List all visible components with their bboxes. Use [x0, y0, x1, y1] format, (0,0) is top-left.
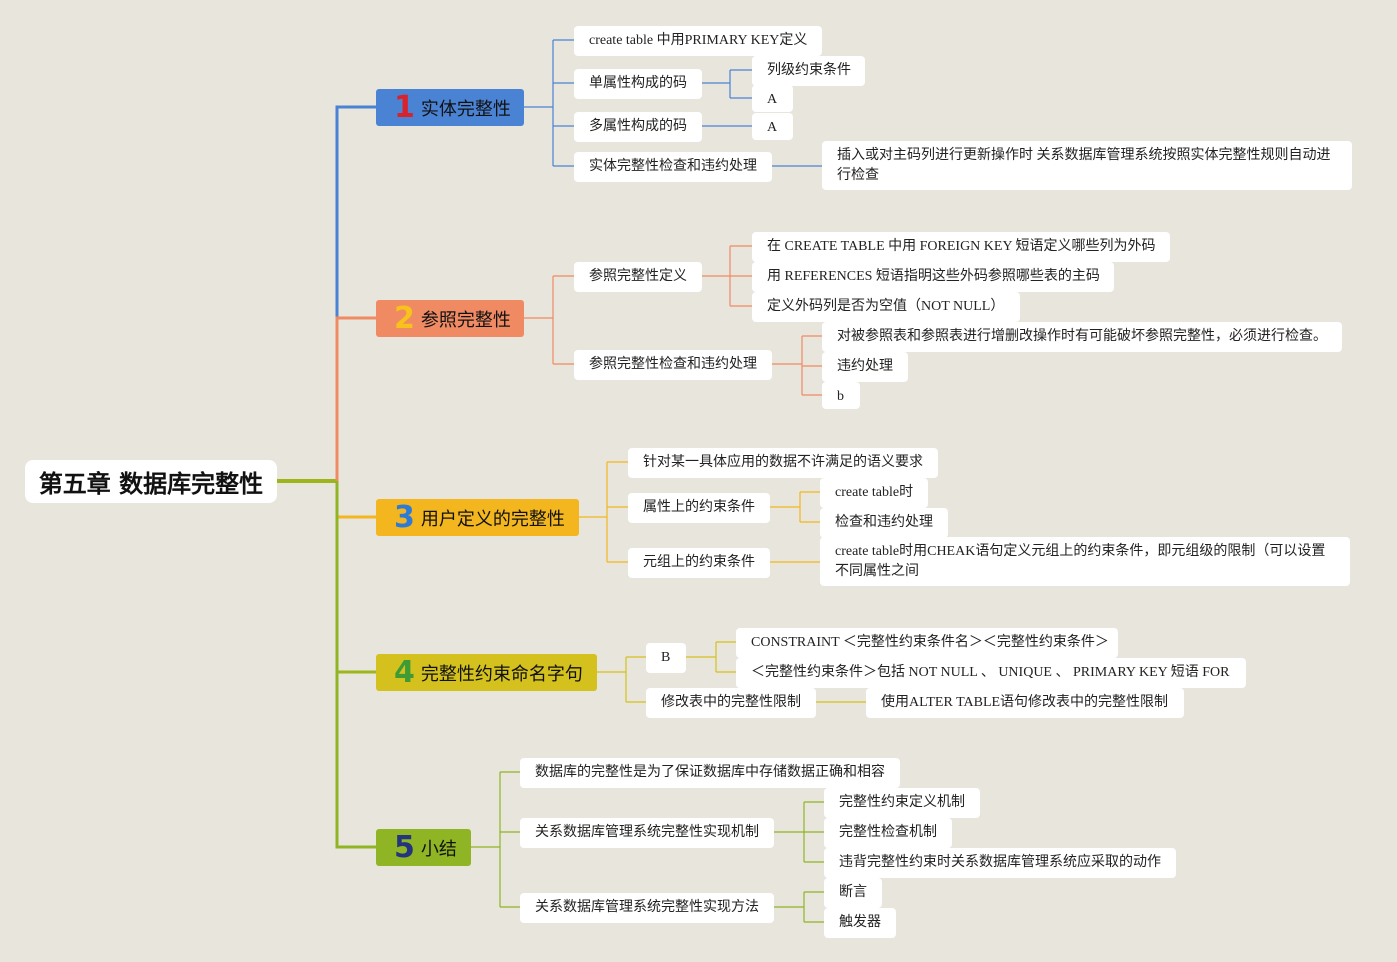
topic-constraint-includes[interactable]: ＜完整性约束条件＞包括 NOT NULL 、 UNIQUE 、 PRIMARY …: [736, 658, 1246, 688]
topic-entity-check[interactable]: 实体完整性检查和违约处理: [574, 152, 772, 182]
branch-number: 3: [394, 499, 415, 535]
topic-references[interactable]: 用 REFERENCES 短语指明这些外码参照哪些表的主码: [752, 262, 1114, 292]
branch-label: 用户定义的完整性: [420, 508, 565, 530]
link: [579, 462, 608, 562]
topic-referential-define[interactable]: 参照完整性定义: [574, 262, 702, 292]
topic-entity-check-detail[interactable]: 插入或对主码列进行更新操作时 关系数据库管理系统按照实体完整性规则自动进行检查: [822, 141, 1352, 190]
branch-5-connector: [335, 481, 376, 849]
topic-violation-action[interactable]: 违背完整性约束时关系数据库管理系统应采取的动作: [824, 848, 1176, 878]
link: [686, 641, 736, 673]
branch-label: 小结: [420, 838, 457, 860]
link: [770, 491, 820, 523]
topic-define-mechanism[interactable]: 完整性约束定义机制: [824, 788, 980, 818]
branch-number: 4: [394, 654, 415, 690]
topic-check-violation[interactable]: 检查和违约处理: [820, 508, 948, 538]
topic-multi-attr-key[interactable]: 多属性构成的码: [574, 112, 702, 142]
topic-attribute-constraint[interactable]: 属性上的约束条件: [628, 493, 770, 523]
branch-1-connector: [335, 105, 376, 481]
topic-integrity-purpose[interactable]: 数据库的完整性是为了保证数据库中存储数据正确和相容: [520, 758, 900, 788]
topic-alter-table[interactable]: 使用ALTER TABLE语句修改表中的完整性限制: [866, 688, 1184, 718]
link: [772, 336, 803, 395]
link: [597, 656, 646, 703]
branch-number: 5: [394, 829, 415, 865]
topic-referential-check-detail[interactable]: 对被参照表和参照表进行增删改操作时有可能破坏参照完整性，必须进行检查。: [822, 322, 1342, 352]
topic-foreign-key[interactable]: 在 CREATE TABLE 中用 FOREIGN KEY 短语定义哪些列为外码: [752, 232, 1170, 262]
topic-single-attr-key[interactable]: 单属性构成的码: [574, 69, 702, 99]
branch-constraint-naming[interactable]: 4 完整性约束命名字句: [376, 654, 597, 691]
topic-tuple-constraint-detail[interactable]: create table时用CHEAK语句定义元组上的约束条件，即元组级的限制（…: [820, 537, 1350, 586]
topic-a[interactable]: A: [752, 85, 793, 112]
branch-label: 完整性约束命名字句: [420, 663, 583, 685]
branch-3-connector: [335, 481, 376, 519]
topic-constraint-syntax[interactable]: CONSTRAINT ＜完整性约束条件名＞＜完整性约束条件＞: [736, 628, 1118, 658]
topic-assertion[interactable]: 断言: [824, 878, 882, 908]
link: [471, 772, 501, 907]
branch-label: 参照完整性: [420, 309, 511, 331]
topic-b[interactable]: b: [822, 382, 860, 409]
topic-a[interactable]: A: [752, 113, 793, 140]
branch-number: 1: [394, 89, 415, 125]
topic-tuple-constraint[interactable]: 元组上的约束条件: [628, 548, 770, 578]
topic-primary-key-define[interactable]: create table 中用PRIMARY KEY定义: [574, 26, 822, 56]
branch-summary[interactable]: 5 小结: [376, 829, 471, 866]
branch-label: 实体完整性: [420, 98, 511, 120]
link: [702, 246, 731, 306]
branch-user-defined-integrity[interactable]: 3 用户定义的完整性: [376, 499, 579, 536]
topic-semantic-requirement[interactable]: 针对某一具体应用的数据不许满足的语义要求: [628, 448, 938, 478]
topic-referential-check[interactable]: 参照完整性检查和违约处理: [574, 350, 772, 380]
topic-not-null[interactable]: 定义外码列是否为空值（NOT NULL）: [752, 292, 1020, 322]
branch-referential-integrity[interactable]: 2 参照完整性: [376, 300, 524, 337]
topic-implementation-mechanism[interactable]: 关系数据库管理系统完整性实现机制: [520, 818, 774, 848]
topic-column-constraint[interactable]: 列级约束条件: [752, 56, 865, 86]
topic-b-upper[interactable]: B: [646, 643, 686, 673]
link: [774, 891, 824, 923]
topic-modify-constraint[interactable]: 修改表中的完整性限制: [646, 688, 816, 718]
link: [524, 275, 574, 365]
root-topic[interactable]: 第五章 数据库完整性: [25, 460, 277, 503]
topic-violation-handling[interactable]: 违约处理: [822, 352, 908, 382]
topic-create-table[interactable]: create table时: [820, 478, 928, 508]
branch-number: 2: [394, 300, 415, 336]
branch-2-connector: [335, 316, 376, 481]
link: [774, 802, 805, 862]
topic-implementation-method[interactable]: 关系数据库管理系统完整性实现方法: [520, 893, 774, 923]
topic-trigger[interactable]: 触发器: [824, 908, 896, 938]
link: [702, 69, 752, 99]
branch-entity-integrity[interactable]: 1 实体完整性: [376, 89, 524, 126]
branch-4-connector: [335, 481, 376, 674]
topic-check-mechanism[interactable]: 完整性检查机制: [824, 818, 952, 848]
